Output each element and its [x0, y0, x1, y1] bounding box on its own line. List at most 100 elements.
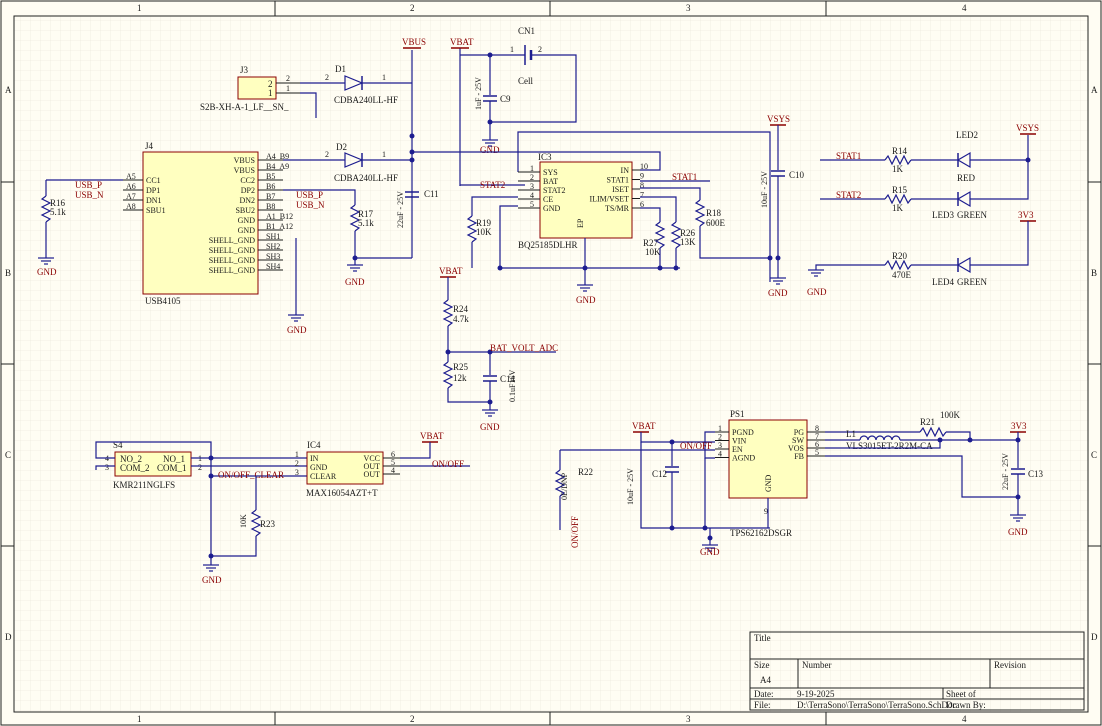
svg-text:9-19-2025: 9-19-2025 [797, 689, 835, 699]
svg-text:Size: Size [754, 660, 770, 670]
ref-label: J4 [145, 141, 154, 151]
resistor-r18: R18 600E [694, 199, 726, 228]
pin-name: VBUS [234, 166, 255, 175]
buck-converter-ps1: PS1 TPS62162DSGR GND 9 [728, 409, 808, 538]
value-label: 22uF - 25V [396, 191, 405, 228]
pin-name: DP1 [146, 186, 160, 195]
pin-number: 2 [295, 459, 299, 468]
vbat-power-port: VBAT [632, 421, 656, 433]
pin-number: B4_A9 [266, 162, 289, 171]
pin-number: 4 [530, 191, 534, 200]
net-label-stat2: STAT2 [836, 190, 861, 200]
pin-name: STAT1 [607, 176, 629, 185]
pin-name: BAT [543, 177, 558, 186]
value-label: 10K [645, 247, 661, 257]
pin-number: 1 [295, 450, 299, 459]
row-label: A [1091, 85, 1098, 95]
pin-name: SYS [543, 168, 558, 177]
pin-number: 5 [815, 448, 819, 457]
pin-number: 6 [391, 450, 395, 459]
value-label: 13K [680, 237, 696, 247]
resistor-r16: R16 5.1k [40, 195, 66, 223]
pin-number: 10 [640, 162, 648, 171]
svg-text:9: 9 [764, 507, 768, 516]
svg-text:GND: GND [480, 145, 500, 155]
pin-name: TS/MR [605, 204, 630, 213]
pin-name: SW [792, 436, 804, 445]
pin-number: A1_B12 [266, 212, 293, 221]
col-label: 2 [410, 714, 415, 724]
pin-name: PGND [732, 428, 754, 437]
vsys-power-port: VSYS [767, 114, 790, 132]
pin-name: IN [621, 166, 630, 175]
svg-text:GND: GND [1008, 527, 1028, 537]
pin-number: B8 [266, 202, 275, 211]
svg-text:2: 2 [325, 150, 329, 159]
ref-label: R20 [892, 251, 908, 261]
value-label: USB4105 [145, 296, 181, 306]
net-label-on-off: ON/OFF [570, 516, 580, 548]
net-label-usb-p: USB_P [296, 190, 323, 200]
ref-label: R22 [578, 467, 593, 477]
ref-label: PS1 [730, 409, 745, 419]
value-label: 10K [239, 514, 248, 528]
power-label: VSYS [1016, 123, 1039, 133]
svg-text:1: 1 [510, 45, 514, 54]
pin-number: 7 [815, 432, 819, 441]
value-label: RED [957, 173, 976, 183]
svg-text:GND: GND [700, 547, 720, 557]
pin-label: 2 [268, 79, 273, 89]
row-label: D [5, 632, 12, 642]
svg-text:3: 3 [105, 463, 109, 472]
resistor-r27: R27 10K [643, 221, 666, 257]
pin-number: 6 [815, 440, 819, 449]
pin-name: ISET [612, 185, 629, 194]
value-label: 5.1k [358, 218, 374, 228]
power-label: VBAT [450, 37, 474, 47]
net-label-usb-n: USB_N [75, 190, 104, 200]
value-label: 0.1uF16V [508, 370, 517, 402]
svg-text:2: 2 [538, 45, 542, 54]
ref-label: R26 [680, 228, 696, 238]
pin-number: 6 [640, 200, 644, 209]
resistor-r21: R21 100K [919, 410, 961, 438]
pin-number: A4_B9 [266, 152, 289, 161]
vbat-power-port: VBAT [420, 431, 444, 443]
supervisor-ic4: IC4 MAX16054AZT+T [306, 440, 384, 498]
gnd-symbol: GND [1008, 514, 1028, 537]
inductor-l1: L1 VLS3015ET-2R2M-CA [846, 429, 933, 451]
value-label: 10uF - 25V [626, 468, 635, 505]
ref-label: C13 [1028, 469, 1044, 479]
frame-labels: 1 2 3 4 1 2 3 4 A B C D A B C D [5, 3, 1098, 724]
svg-text:A4: A4 [760, 675, 771, 685]
value-label: GREEN [957, 277, 987, 287]
v3v3-power-port: 3V3 [1010, 421, 1027, 433]
value-label: 1uF - 25V [474, 77, 483, 110]
svg-text:File:: File: [754, 700, 771, 710]
pin-name: GND [310, 463, 328, 472]
value-label: 600E [706, 218, 726, 228]
pin-name: GND [238, 216, 256, 225]
vbus-power-port: VBUS [402, 37, 426, 49]
pin-number: 4 [718, 450, 722, 459]
capacitor-c11: C11 22uF - 25V [396, 189, 439, 228]
pin-name: VOS [788, 444, 804, 453]
ref-label: R16 [50, 198, 66, 208]
pin-name: FB [794, 452, 804, 461]
svg-text:Title: Title [754, 633, 771, 643]
resistor-r24: R24 4.7k [442, 299, 469, 327]
pin-name: CC1 [146, 176, 161, 185]
svg-text:NO_2: NO_2 [120, 454, 142, 464]
svg-text:GND: GND [37, 267, 57, 277]
svg-text:2: 2 [198, 463, 202, 472]
pin-number: 2 [718, 433, 722, 442]
svg-text:GND: GND [345, 277, 365, 287]
svg-text:1: 1 [382, 73, 386, 82]
pin-number: 5 [530, 200, 534, 209]
gnd-symbol: GND [37, 257, 57, 277]
value-label: 470E [892, 270, 912, 280]
